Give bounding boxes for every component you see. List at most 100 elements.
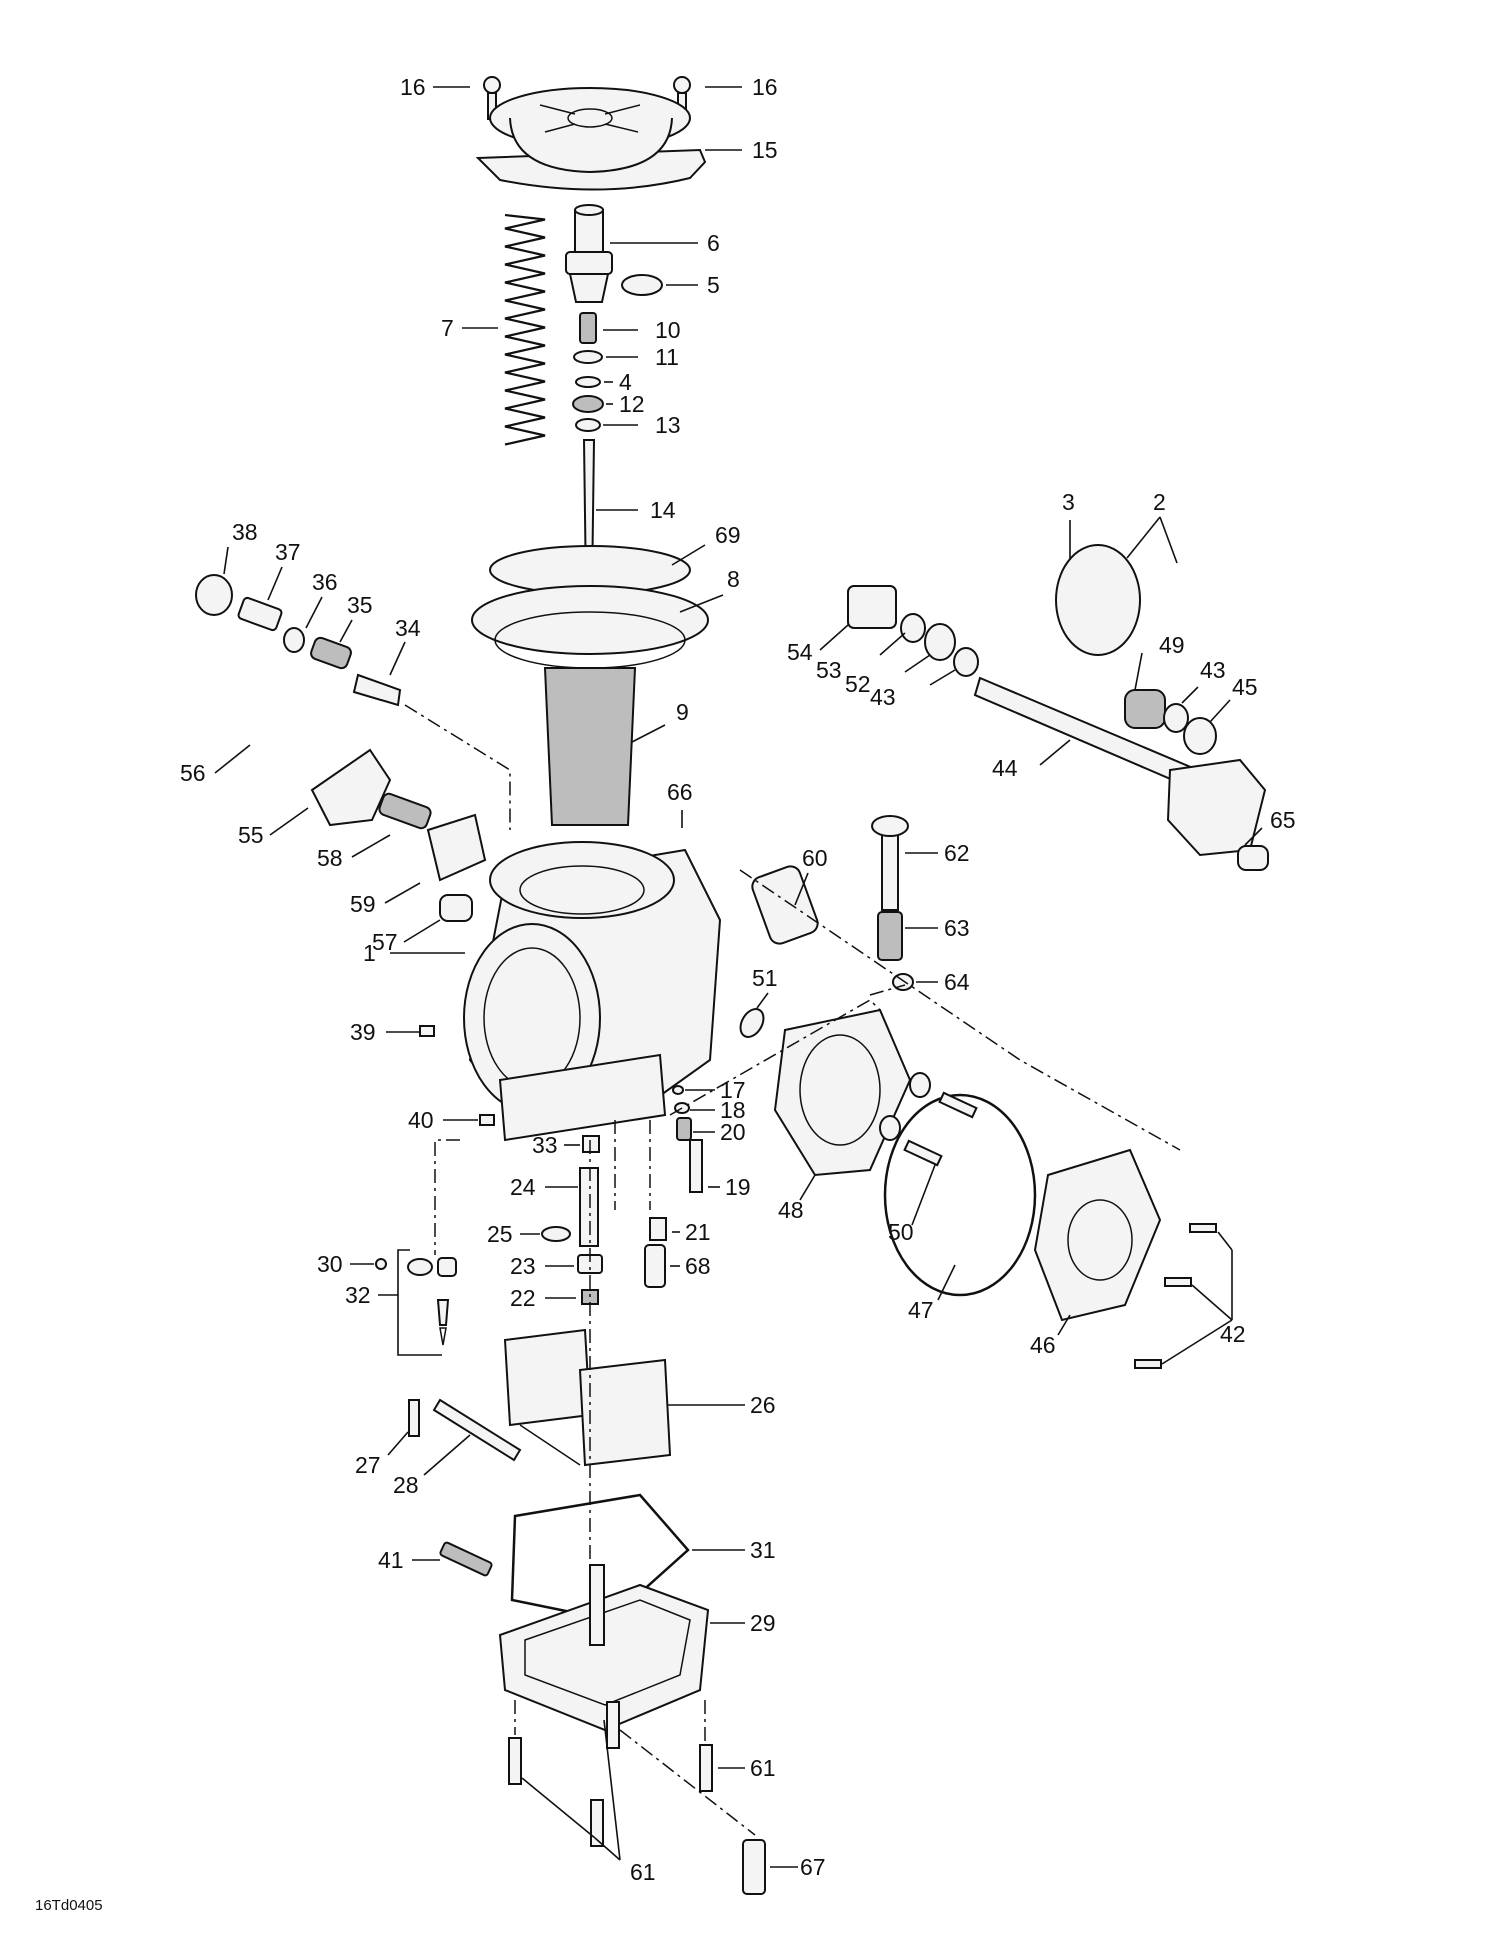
callout-61a: 61	[750, 1755, 776, 1781]
cover-46	[1033, 1148, 1162, 1322]
pump-cover-48	[773, 1008, 912, 1177]
callout-47: 47	[908, 1297, 934, 1323]
callout-59: 59	[350, 891, 376, 917]
callout-29: 29	[750, 1610, 776, 1636]
alignment-lines	[404, 704, 1181, 1836]
spring-7	[504, 213, 546, 446]
callout-5: 5	[707, 272, 720, 298]
callout-18: 18	[720, 1097, 746, 1123]
o-ring-25	[541, 1226, 571, 1242]
screw-40	[479, 1114, 495, 1126]
screw-61d	[590, 1799, 604, 1847]
spring-58	[378, 792, 432, 830]
screw-61a	[699, 1744, 713, 1792]
cap-38	[195, 574, 233, 616]
callout-21: 21	[685, 1219, 711, 1245]
callout-27: 27	[355, 1452, 381, 1478]
callout-63: 63	[944, 915, 970, 941]
clip-53	[900, 613, 926, 643]
screw-39	[419, 1025, 435, 1037]
float-valve-32	[407, 1257, 457, 1346]
callout-66: 66	[667, 779, 693, 805]
callout-35: 35	[347, 592, 373, 618]
screw-side	[938, 1091, 978, 1119]
callout-7: 7	[441, 315, 454, 341]
o-ring-5	[621, 274, 663, 296]
spring-63	[877, 911, 903, 961]
callout-46: 46	[1030, 1332, 1056, 1358]
callout-2: 2	[1153, 489, 1166, 515]
diaphragm-8	[471, 585, 709, 655]
callout-36: 36	[312, 569, 338, 595]
callout-64: 64	[944, 969, 970, 995]
callout-9: 9	[676, 699, 689, 725]
callout-68: 68	[685, 1253, 711, 1279]
needle-holder-6	[565, 204, 613, 303]
plate-3	[1055, 544, 1141, 656]
screw-42c	[1134, 1359, 1162, 1369]
o-ring-36	[283, 627, 305, 653]
callout-58: 58	[317, 845, 343, 871]
callout-26: 26	[750, 1392, 776, 1418]
callout-30: 30	[317, 1251, 343, 1277]
pin-28	[432, 1398, 522, 1462]
callout-16b: 16	[752, 74, 778, 100]
callout-41: 41	[378, 1547, 404, 1573]
throttle-shaft-44	[973, 676, 1267, 857]
callout-13: 13	[655, 412, 681, 438]
callout-65: 65	[1270, 807, 1296, 833]
top-cover-15	[475, 87, 707, 191]
spring-10	[579, 312, 597, 344]
callout-20: 20	[720, 1119, 746, 1145]
callout-40: 40	[408, 1107, 434, 1133]
callout-55: 55	[238, 822, 264, 848]
clip-4	[575, 376, 601, 388]
dowel-67	[742, 1839, 766, 1895]
screw-61b	[508, 1737, 522, 1785]
callout-3: 3	[1062, 489, 1075, 515]
washer-13	[575, 418, 601, 432]
fitting-37	[237, 596, 283, 632]
jet-33	[582, 1135, 600, 1153]
callout-4: 4	[619, 369, 632, 395]
callout-38: 38	[232, 519, 258, 545]
float-26	[503, 1328, 672, 1467]
carburetor-body-1	[463, 841, 722, 1142]
callout-53: 53	[816, 657, 842, 683]
washer-52	[924, 623, 956, 661]
screw-41	[439, 1541, 493, 1577]
callout-10: 10	[655, 317, 681, 343]
callout-45: 45	[1232, 674, 1258, 700]
callout-23: 23	[510, 1253, 536, 1279]
callout-56: 56	[180, 760, 206, 786]
callout-37: 37	[275, 539, 301, 565]
callout-33: 33	[532, 1132, 558, 1158]
o-ring-43a	[953, 647, 979, 677]
tube-24	[579, 1167, 599, 1247]
gasket-47	[883, 1093, 1037, 1297]
callout-11: 11	[655, 344, 679, 370]
washer-11	[573, 350, 603, 364]
callout-69: 69	[715, 522, 741, 548]
callout-17: 17	[720, 1077, 746, 1103]
washer-17	[672, 1085, 684, 1095]
housing-55	[310, 748, 392, 827]
float-bowl-29	[498, 1564, 710, 1732]
callout-49: 49	[1159, 632, 1185, 658]
bushing-54	[847, 585, 897, 629]
callout-19: 19	[725, 1174, 751, 1200]
callout-50: 50	[888, 1219, 914, 1245]
callout-6: 6	[707, 230, 720, 256]
callout-60: 60	[802, 845, 828, 871]
spring-20	[676, 1117, 692, 1141]
callout-57: 57	[372, 929, 398, 955]
callout-54: 54	[787, 639, 813, 665]
callout-62: 62	[944, 840, 970, 866]
washer-45	[1183, 717, 1217, 755]
diaphragm-59	[426, 813, 487, 882]
callout-14: 14	[650, 497, 676, 523]
callout-32: 32	[345, 1282, 371, 1308]
jet-21	[649, 1217, 667, 1241]
callout-43a: 43	[870, 684, 896, 710]
